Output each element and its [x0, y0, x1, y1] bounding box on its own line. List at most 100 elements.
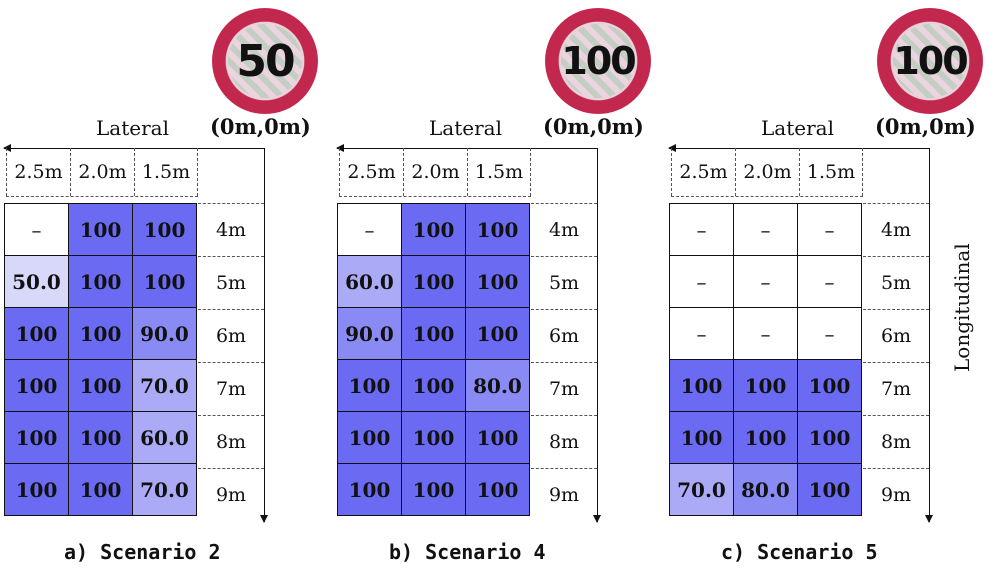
grid-cell: 100 — [797, 411, 862, 464]
panel-scenario-5: 100 Lateral (0m,0m) 2.5m 2.0m 1.5m –––––… — [665, 0, 995, 579]
column-headers: 2.5m 2.0m 1.5m — [339, 148, 531, 196]
grid-cell: 80.0 — [465, 359, 530, 412]
header-divider — [671, 196, 863, 197]
header-divider — [6, 196, 198, 197]
column-header: 2.5m — [671, 148, 735, 196]
grid-cell: 100 — [669, 359, 734, 412]
grid-cell: 100 — [4, 463, 69, 516]
speed-limit-sign-icon: 100 — [545, 8, 651, 114]
grid-cell: 60.0 — [337, 255, 402, 308]
grid-cell: 100 — [733, 411, 798, 464]
grid-cell: 60.0 — [132, 411, 197, 464]
lateral-label: Lateral — [96, 116, 169, 140]
panel-caption: b) Scenario 4 — [389, 540, 546, 564]
grid-cell: 100 — [4, 307, 69, 360]
column-headers: 2.5m 2.0m 1.5m — [671, 148, 863, 196]
grid-cell: – — [669, 203, 734, 256]
grid-cell: – — [4, 203, 69, 256]
row-label: 4m — [863, 203, 929, 256]
panel-caption: a) Scenario 2 — [64, 540, 221, 564]
grid-cell: – — [797, 203, 862, 256]
grid-cell: 100 — [132, 203, 197, 256]
panel-caption: c) Scenario 5 — [721, 540, 878, 564]
grid-cell: 100 — [68, 255, 133, 308]
row-label: 5m — [198, 256, 264, 309]
grid-cell: 100 — [465, 411, 530, 464]
grid-cell: 100 — [337, 411, 402, 464]
row-label: 8m — [531, 415, 597, 468]
sign-value: 50 — [236, 35, 295, 87]
row-labels: 4m 5m 6m 7m 8m 9m — [863, 203, 929, 521]
grid-cell: 100 — [465, 255, 530, 308]
row-label: 7m — [531, 362, 597, 415]
grid-cell: – — [733, 307, 798, 360]
grid-cell: 100 — [337, 463, 402, 516]
grid-cell: 100 — [401, 411, 466, 464]
grid-cell: – — [669, 307, 734, 360]
lateral-label: Lateral — [429, 116, 502, 140]
grid-cell: 100 — [669, 411, 734, 464]
speed-limit-sign-icon: 50 — [212, 8, 318, 114]
grid-cell: – — [669, 255, 734, 308]
grid-cell: 100 — [465, 203, 530, 256]
grid-cell: 100 — [465, 307, 530, 360]
grid-cell: 100 — [132, 255, 197, 308]
grid-row: ––– — [669, 307, 862, 360]
longitudinal-arrow — [925, 148, 933, 523]
grid-cell: 50.0 — [4, 255, 69, 308]
grid-cell: 70.0 — [132, 463, 197, 516]
row-label: 5m — [531, 256, 597, 309]
grid-cell: 100 — [733, 359, 798, 412]
grid-cell: 100 — [401, 307, 466, 360]
row-labels: 4m 5m 6m 7m 8m 9m — [531, 203, 597, 521]
column-header: 1.5m — [799, 148, 863, 196]
grid-cell: 100 — [68, 359, 133, 412]
grid-cell: 100 — [4, 411, 69, 464]
row-label: 9m — [531, 468, 597, 521]
origin-label: (0m,0m) — [875, 114, 976, 139]
grid-cell: 100 — [401, 463, 466, 516]
column-header: 2.0m — [403, 148, 467, 196]
grid-cell: – — [797, 255, 862, 308]
header-divider — [339, 196, 531, 197]
grid-cell: – — [733, 255, 798, 308]
grid-cell: 100 — [797, 359, 862, 412]
grid-cell: – — [797, 307, 862, 360]
grid-cell: 100 — [68, 307, 133, 360]
row-label: 5m — [863, 256, 929, 309]
grid-cell: 100 — [68, 203, 133, 256]
row-label: 6m — [531, 309, 597, 362]
grid-cell: 100 — [68, 411, 133, 464]
column-header: 2.5m — [6, 148, 70, 196]
column-headers: 2.5m 2.0m 1.5m — [6, 148, 198, 196]
speed-limit-sign-icon: 100 — [877, 8, 983, 114]
row-label: 9m — [198, 468, 264, 521]
grid-row: ––– — [669, 255, 862, 308]
row-label: 9m — [863, 468, 929, 521]
grid-cell: 90.0 — [337, 307, 402, 360]
sign-value: 100 — [893, 39, 968, 83]
row-label: 6m — [198, 309, 264, 362]
grid-cell: 100 — [337, 359, 402, 412]
grid-cell: – — [337, 203, 402, 256]
row-labels: 4m 5m 6m 7m 8m 9m — [198, 203, 264, 521]
lateral-label: Lateral — [761, 116, 834, 140]
grid-cell: 100 — [4, 359, 69, 412]
grid-cell: 90.0 — [132, 307, 197, 360]
grid-cell: 100 — [401, 359, 466, 412]
